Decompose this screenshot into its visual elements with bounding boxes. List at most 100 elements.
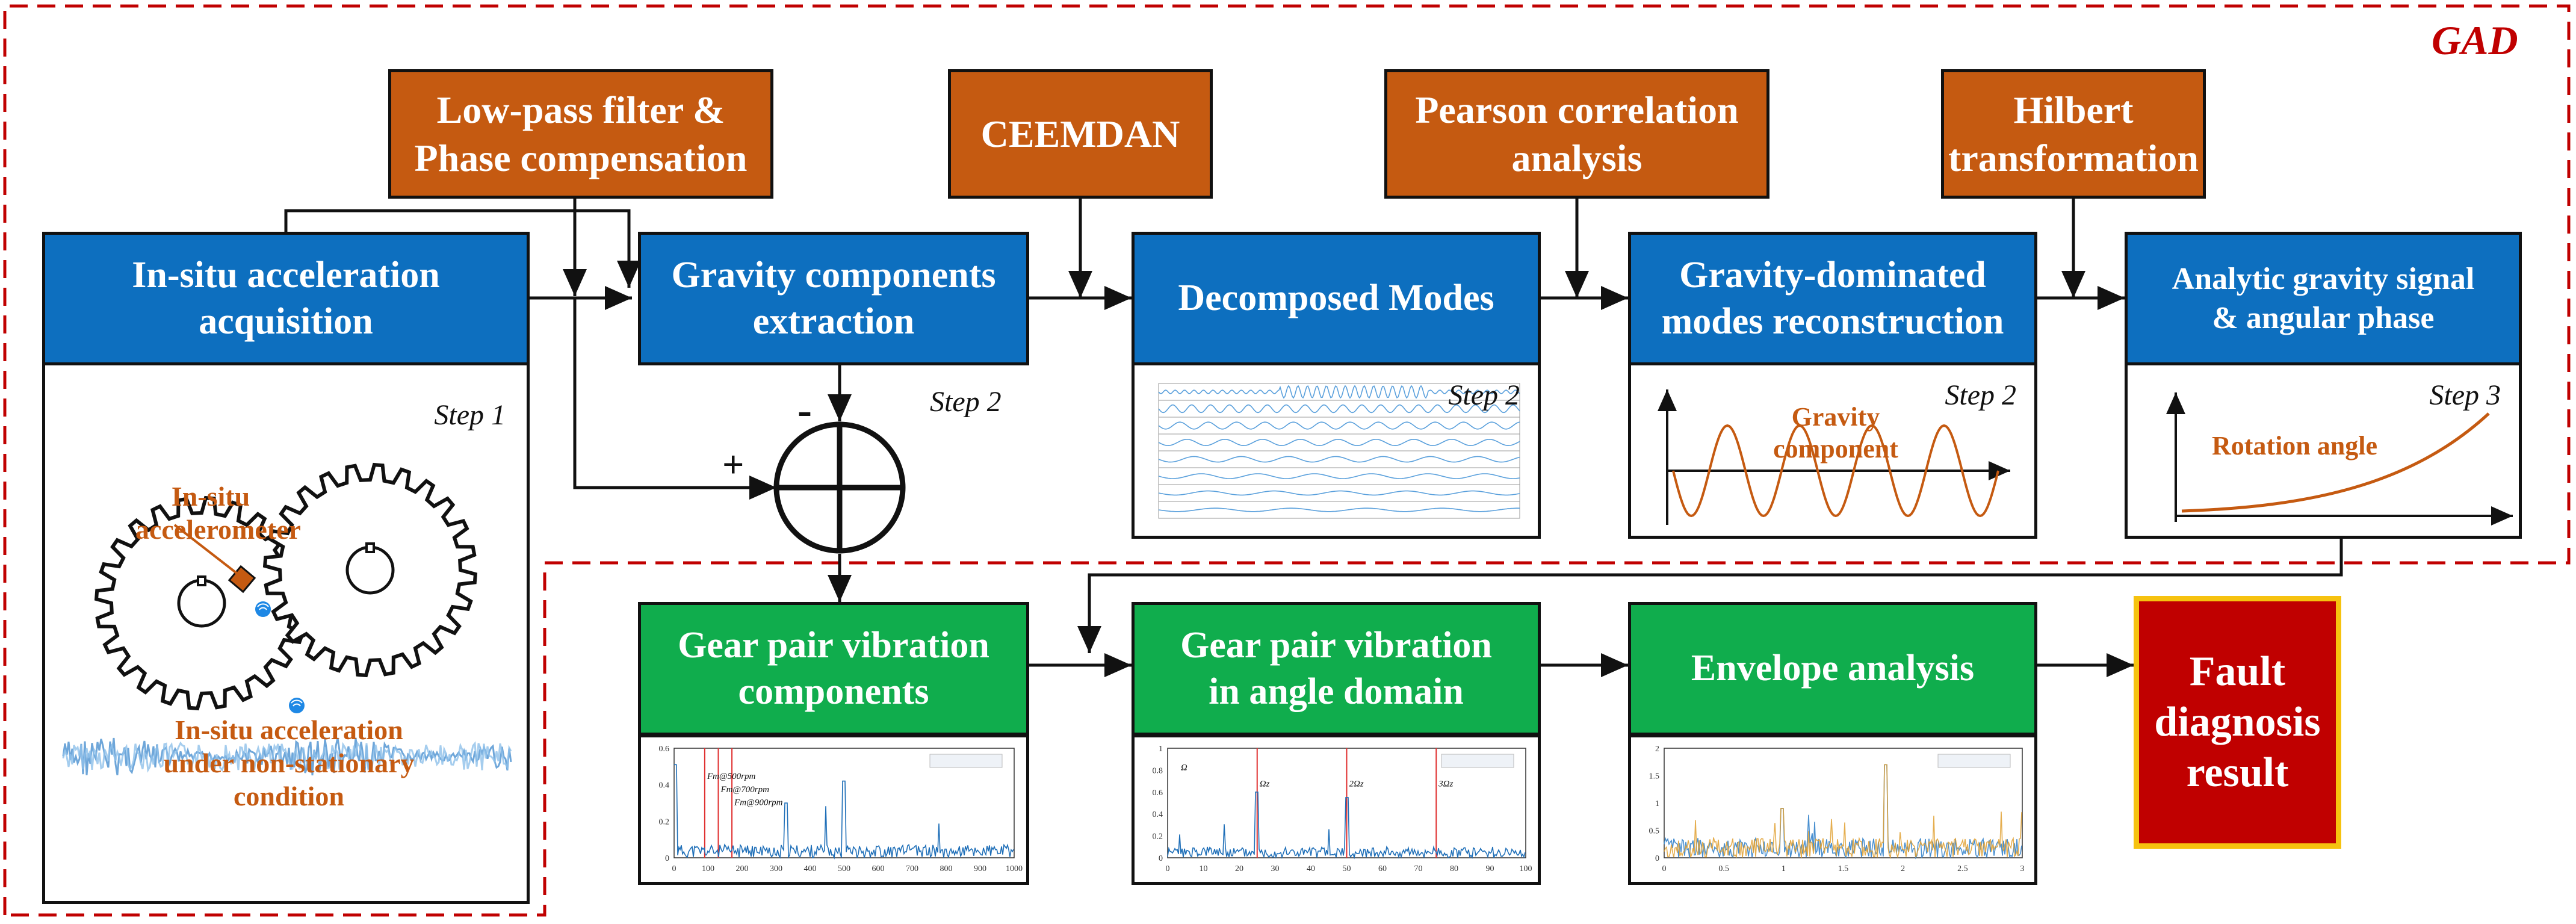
gravity-component-label: Gravity component (1745, 402, 1926, 465)
imf-row-frame (1158, 501, 1520, 519)
x-tick-label: 60 (1378, 864, 1387, 873)
analytic-signal-box: Analytic gravity signal & angular phase (2125, 232, 2522, 365)
angle-domain-box: Gear pair vibration in angle domain (1132, 602, 1541, 736)
imf-trace (1158, 385, 1520, 399)
x-tick-label: 1 (1782, 864, 1786, 873)
y-tick-label: 0.6 (1153, 789, 1163, 798)
step2-decomposed-label: Step 2 (1448, 379, 1520, 411)
y-tick-label: 0.4 (1153, 810, 1163, 819)
signal-label-line3: condition (233, 781, 345, 812)
spectrum-annotation: Ω (1181, 763, 1187, 772)
legend-box (1441, 754, 1514, 768)
plus-sign: + (722, 443, 745, 486)
vibration-components-line1: Gear pair vibration (678, 624, 989, 666)
minus-sign: - (797, 386, 812, 434)
gear-panel: Step 1 In-situ accelerometer In-situ acc… (42, 362, 530, 904)
x-tick-label: 400 (804, 864, 817, 873)
gear-keyway (197, 575, 206, 586)
x-tick-label: 100 (702, 864, 714, 873)
imf-trace (1158, 421, 1520, 430)
acquisition-line1: In-situ acceleration (132, 254, 440, 296)
signal-label-line2: under non-stationary (163, 748, 415, 779)
x-tick-label: 800 (940, 864, 953, 873)
legend-box (929, 754, 1003, 768)
rotation-angle-plot (2166, 392, 2513, 526)
imf-trace (1158, 456, 1520, 463)
x-tick-label: 40 (1307, 864, 1315, 873)
pearson-correlation-box: Pearson correlation analysis (1384, 69, 1769, 199)
step3-label: Step 3 (2429, 379, 2501, 411)
x-tick-label: 90 (1486, 864, 1494, 873)
x-tick-label: 500 (838, 864, 850, 873)
x-tick-label: 1000 (1006, 864, 1023, 873)
step2-reconstruction-label: Step 2 (1945, 379, 2016, 411)
reconstruction-line1: Gravity-dominated (1679, 254, 1986, 296)
hilbert-transformation-box: Hilbert transformation (1941, 69, 2206, 199)
y-tick-label: 0 (1159, 854, 1163, 863)
sensor-label-line1: In-situ (171, 481, 250, 512)
decomposed-panel: Step 2 (1132, 362, 1541, 539)
imf-row-frame (1158, 467, 1520, 485)
wifi-icon (255, 601, 271, 617)
spectrum-trace (674, 764, 1014, 860)
x-tick-label: 100 (1520, 864, 1532, 873)
decomposed-modes-box: Decomposed Modes (1132, 232, 1541, 365)
reconstruction-box: Gravity-dominated modes reconstruction (1628, 232, 2037, 365)
signal-label: In-situ acceleration under non-stationar… (81, 713, 497, 813)
x-tick-label: 300 (770, 864, 782, 873)
y-tick-label: 0.5 (1649, 827, 1660, 836)
y-tick-label: 0 (665, 854, 669, 863)
reconstruction-line2: modes reconstruction (1661, 301, 2004, 342)
spectrum-annotation: Fm@500rpm (707, 772, 756, 781)
spectrum-annotation: Fm@900rpm (734, 798, 783, 808)
vibration-components-box: Gear pair vibration components (638, 602, 1029, 736)
y-tick-label: 0.6 (659, 745, 670, 754)
gravity-wave-plot (1658, 389, 2010, 525)
rotation-angle-label: Rotation angle (2212, 431, 2377, 460)
y-tick-label: 0.4 (659, 781, 670, 790)
y-tick-label: 0.2 (1153, 833, 1163, 842)
imf-stack-plot (1158, 383, 1520, 519)
spectrum-trace (1664, 764, 2022, 860)
imf-trace (1158, 507, 1520, 512)
acquisition-box: In-situ acceleration acquisition (42, 232, 530, 365)
gravity-label-line2: component (1773, 433, 1898, 464)
summing-junction (773, 421, 906, 554)
x-tick-label: 50 (1343, 864, 1351, 873)
result-line1: Fault (2189, 648, 2286, 695)
result-line3: result (2186, 749, 2289, 796)
vibration-components-line2: components (738, 671, 929, 712)
y-tick-label: 1 (1655, 799, 1659, 808)
spectrum-annotation: Ωz (1260, 780, 1270, 789)
x-tick-label: 1.5 (1838, 864, 1849, 873)
wifi-icon (289, 698, 305, 713)
x-tick-label: 2.5 (1957, 864, 1968, 873)
x-tick-label: 700 (906, 864, 918, 873)
angle-domain-line1: Gear pair vibration (1180, 624, 1492, 666)
imf-row-frame (1158, 433, 1520, 451)
hilbert-line1: Hilbert (2013, 88, 2134, 131)
step1-label: Step 1 (434, 399, 506, 431)
reconstruction-panel: Step 2 Gravity component (1628, 362, 2037, 539)
step2-extraction-label: Step 2 (930, 386, 1002, 418)
gad-boundary (3, 4, 2571, 917)
y-tick-label: 1 (1159, 745, 1163, 754)
imf-trace (1158, 490, 1520, 496)
y-tick-label: 2 (1655, 745, 1659, 754)
legend-box (1937, 754, 2011, 768)
gravity-label-line1: Gravity (1791, 402, 1880, 432)
spectrum-trace (1167, 792, 1526, 860)
x-tick-label: 200 (736, 864, 749, 873)
envelope-analysis-box: Envelope analysis (1628, 602, 2037, 736)
ceemdan-box: CEEMDAN (948, 69, 1213, 199)
x-tick-label: 30 (1271, 864, 1280, 873)
x-tick-label: 0 (1166, 864, 1170, 873)
gravity-extraction-line2: extraction (752, 301, 915, 342)
imf-row-frame (1158, 484, 1520, 502)
spectrum-annotation: 2Ωz (1349, 780, 1364, 789)
